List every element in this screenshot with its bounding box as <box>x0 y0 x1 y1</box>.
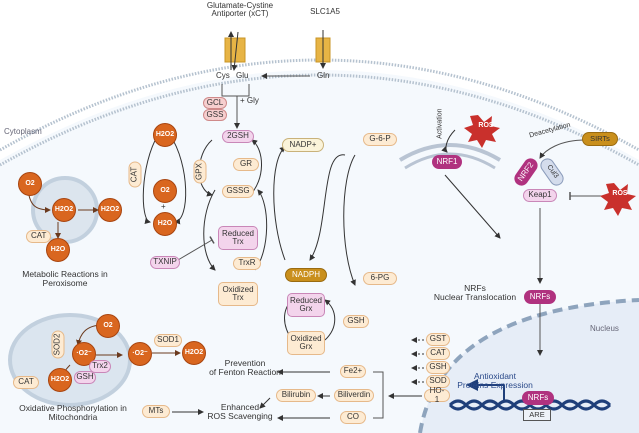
translocation-line2: Nuclear Translocation <box>433 291 517 302</box>
gsh-gssg: GSSG <box>222 185 254 198</box>
endoplasmic-reticulum <box>398 143 502 162</box>
expression-line1: Antioxidant <box>473 371 517 381</box>
protein-sod: SOD <box>426 375 450 388</box>
oxidized-trx-line1: Oxidized <box>222 284 254 294</box>
peroxisome-h2o: H2O <box>46 238 70 262</box>
nadph: NADPH <box>285 268 327 282</box>
mts: MTs <box>142 405 170 418</box>
g6p: G-6-P <box>363 133 397 146</box>
ros-burst-icon <box>464 115 500 148</box>
oxidized-trx-line2: Trx <box>232 293 244 302</box>
ros-outcome-line1: Enhanced <box>220 402 260 412</box>
fe2: Fe2+ <box>340 365 366 378</box>
sod2-enzyme: SOD2 <box>51 330 65 359</box>
oxidized-grx-line2: Grx <box>299 342 313 351</box>
peroxisome-o2: O2 <box>18 172 42 196</box>
mito-superoxide: ·O2⁻ <box>72 342 96 366</box>
xct-label-line1: Glutamate-Cystine <box>206 1 274 10</box>
gln-label: Gln <box>317 71 330 80</box>
cat-cycle-h2o: H2O <box>153 212 177 236</box>
co: CO <box>340 411 366 424</box>
gcl-enzyme: GCL <box>203 97 227 109</box>
gly-label: + Gly <box>240 96 259 105</box>
cat-cycle-cat: CAT <box>128 161 142 188</box>
ros-burst-icon <box>600 183 636 216</box>
nrf1: NRF1 <box>432 155 462 169</box>
sirts: SIRTs <box>582 132 618 146</box>
fenton-line1: Prevention <box>224 358 266 368</box>
protein-ho1: HO-1 <box>424 386 450 403</box>
nadp-plus: NADP+ <box>282 138 324 152</box>
nucleus-label: Nucleus <box>590 324 619 333</box>
nucleus-nrfs: NRFs <box>522 391 554 405</box>
gss-enzyme: GSS <box>203 109 227 121</box>
gpx-enzyme: GPX <box>193 159 207 184</box>
oxidized-grx-line1: Oxidized <box>290 333 322 343</box>
reduced-grx-line1: Reduced <box>289 295 323 305</box>
expression-line2: Proteins Expression <box>457 379 533 390</box>
6pg: 6-PG <box>363 272 397 285</box>
reduced-trx-line1: Reduced <box>221 228 255 238</box>
mito-caption-line2: Mitochondria <box>48 411 98 422</box>
activation-label: Activation <box>436 108 444 139</box>
slc1a5-label: SLC1A5 <box>310 7 340 16</box>
ros-nrf1: ROS <box>478 122 494 129</box>
protein-cat: CAT <box>426 347 450 360</box>
cytoplasm-label: Cytoplasm <box>4 127 42 136</box>
cat-cycle-h2o2: H2O2 <box>153 123 177 147</box>
cys-label: Cys <box>216 71 230 80</box>
trxr-enzyme: TrxR <box>233 257 261 270</box>
bilirubin: Bilirubin <box>276 389 316 402</box>
gsh-2gsh: 2GSH <box>222 130 254 143</box>
mito-cat: CAT <box>13 376 39 389</box>
mito-gsh: GSH <box>74 371 96 384</box>
cyto-superoxide: ·O2⁻ <box>128 342 152 366</box>
txnip: TXNIP <box>150 256 180 269</box>
translocation-line1: NRFs <box>464 283 486 293</box>
mito-h2o2: H2O2 <box>48 368 72 392</box>
peroxisome-cat: CAT <box>26 230 52 243</box>
keap1: Keap1 <box>523 189 557 202</box>
mito-caption-line1: Oxidative Phosphorylation in <box>19 403 127 413</box>
grx-gsh: GSH <box>343 315 369 328</box>
reduced-grx-line2: Grx <box>299 304 313 313</box>
xct-label-line2: Antiporter (xCT) <box>211 9 269 19</box>
peroxisome-caption-line1: Metabolic Reactions in <box>22 269 108 279</box>
trx2: Trx2 <box>89 360 111 373</box>
ros-nrf2: ROS <box>612 190 628 197</box>
peroxisome-h2o2-out: H2O2 <box>98 198 122 222</box>
gr-enzyme: GR <box>233 158 259 171</box>
cyto-h2o2: H2O2 <box>182 341 206 365</box>
peroxisome-caption-line2: Peroxisome <box>42 277 88 288</box>
reduced-trx-line2: Trx <box>232 237 244 246</box>
peroxisome-h2o2: H2O2 <box>52 198 76 222</box>
protein-gst: GST <box>426 333 450 346</box>
mito-o2: O2 <box>96 314 120 338</box>
ros-outcome-line2: ROS Scavenging <box>207 410 273 421</box>
biliverdin: Biliverdin <box>334 389 374 402</box>
glu-label: Glu <box>236 71 249 80</box>
sod1-enzyme: SOD1 <box>154 334 182 347</box>
protein-gsh: GSH <box>426 361 450 374</box>
cat-cycle-o2: O2 <box>153 179 177 203</box>
fenton-line2: of Fenton Reaction <box>209 366 281 377</box>
cyto-nrfs: NRFs <box>524 290 556 304</box>
are-element: ARE <box>523 409 551 421</box>
cat-cycle-plus: + <box>161 202 166 211</box>
